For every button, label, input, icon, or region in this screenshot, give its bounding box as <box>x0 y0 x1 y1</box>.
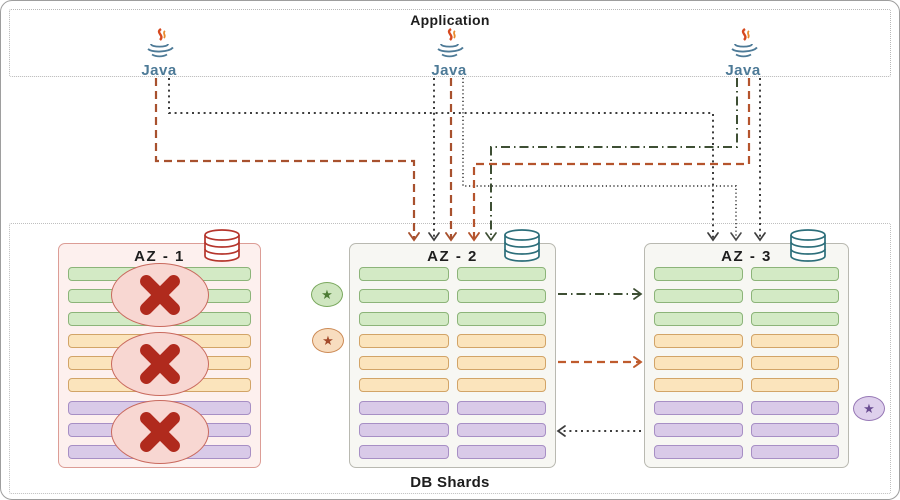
shard-row <box>654 378 839 393</box>
shard-row <box>359 422 546 437</box>
shard-green <box>359 289 449 304</box>
shard-purple <box>456 445 546 459</box>
database-icon-az2 <box>504 229 540 262</box>
shard-row <box>359 333 546 348</box>
shard-green <box>456 311 546 326</box>
connection-java-1-to-az-3 <box>168 78 714 240</box>
shard-orange <box>654 333 743 348</box>
db-shards-label: DB Shards <box>410 474 490 491</box>
shard-orange <box>456 378 546 393</box>
shard-orange <box>456 333 546 348</box>
shard-row <box>359 356 546 370</box>
shard-green <box>750 289 839 304</box>
java-label: Java <box>141 62 177 79</box>
shard-row <box>359 400 546 415</box>
shard-row <box>654 422 839 437</box>
shard-purple <box>359 445 449 459</box>
java-logo-icon <box>147 28 174 58</box>
shard-green <box>456 267 546 281</box>
shard-green <box>359 311 449 326</box>
shard-purple <box>359 400 449 415</box>
shard-purple <box>750 445 839 459</box>
shard-purple <box>654 445 743 459</box>
shard-row <box>359 445 546 459</box>
shard-purple <box>654 400 743 415</box>
java-label: Java <box>431 62 467 79</box>
shard-orange <box>750 356 839 370</box>
shard-orange <box>359 378 449 393</box>
shard-orange <box>456 356 546 370</box>
failed-shard-group-x-icon <box>111 331 209 396</box>
shard-row <box>654 311 839 326</box>
failed-shard-group-x-icon <box>111 400 209 465</box>
shard-green <box>456 289 546 304</box>
availability-zone-2: AZ - 2 <box>349 243 556 468</box>
shard-orange <box>654 356 743 370</box>
shard-purple <box>654 422 743 437</box>
application-label: Application <box>410 12 490 28</box>
purple-star-badge: ★ <box>853 396 885 421</box>
shard-green <box>654 311 743 326</box>
shard-row <box>654 333 839 348</box>
shard-purple <box>750 422 839 437</box>
java-logo-icon <box>437 28 464 58</box>
shard-green <box>750 311 839 326</box>
availability-zone-3: AZ - 3 <box>644 243 849 468</box>
shard-row <box>654 289 839 304</box>
java-app-2: Java <box>417 28 481 79</box>
shard-row <box>654 445 839 459</box>
green-star-badge: ★ <box>311 282 343 307</box>
connection-java-2-to-az-3 <box>462 78 737 240</box>
shard-purple <box>456 422 546 437</box>
shard-green <box>359 267 449 281</box>
shard-purple <box>359 422 449 437</box>
java-app-3: Java <box>711 28 775 79</box>
application-container: Application <box>9 9 891 77</box>
shard-row <box>359 311 546 326</box>
shard-row <box>359 289 546 304</box>
shard-green <box>654 289 743 304</box>
connection-java-3-to-az-2 <box>490 78 738 240</box>
az-3-shards <box>654 267 839 459</box>
java-app-1: Java <box>127 28 191 79</box>
shard-row <box>654 267 839 281</box>
shard-green <box>654 267 743 281</box>
az-3-title: AZ - 3 <box>721 248 772 265</box>
orange-star-badge: ★ <box>312 328 344 353</box>
connection-java-1-to-az-2 <box>154 78 416 240</box>
shard-purple <box>750 400 839 415</box>
shard-row <box>359 378 546 393</box>
shard-orange <box>359 333 449 348</box>
shard-orange <box>750 333 839 348</box>
connection-java-3-to-az-2 <box>472 78 751 240</box>
database-icon-az3 <box>790 229 826 262</box>
failed-shard-group-x-icon <box>111 262 209 327</box>
shard-row <box>654 400 839 415</box>
shard-purple <box>456 400 546 415</box>
shard-row <box>654 356 839 370</box>
az-2-shards <box>359 267 546 459</box>
az-2-title: AZ - 2 <box>427 248 478 265</box>
shard-orange <box>654 378 743 393</box>
database-icon-az1 <box>204 229 240 262</box>
java-label: Java <box>725 62 761 79</box>
shard-orange <box>750 378 839 393</box>
java-logo-icon <box>731 28 758 58</box>
az-1-title: AZ - 1 <box>134 248 185 265</box>
shard-orange <box>359 356 449 370</box>
shard-row <box>359 267 546 281</box>
shard-green <box>750 267 839 281</box>
